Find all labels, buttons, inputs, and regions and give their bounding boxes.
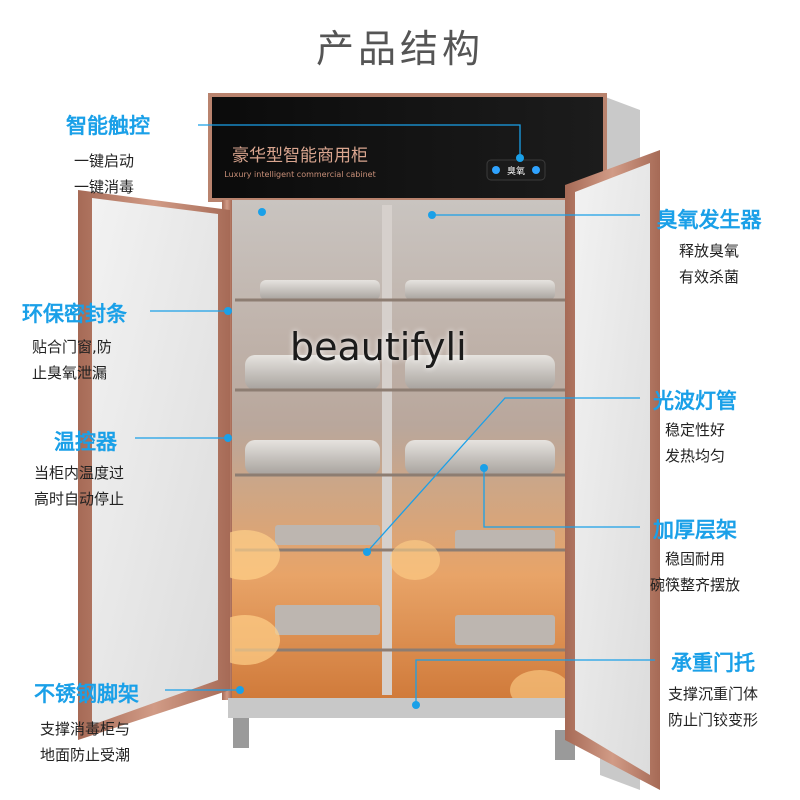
callout-title: 臭氧发生器 <box>656 208 762 232</box>
left-door-glass <box>92 198 218 725</box>
callout-title: 环保密封条 <box>22 302 127 326</box>
callout-line: 防止门铰变形 <box>667 711 758 729</box>
center-divider <box>382 205 392 695</box>
callout-title: 温控器 <box>54 430 117 454</box>
callout-title: 承重门托 <box>671 651 755 675</box>
control-button-panel <box>486 159 546 181</box>
callout-line: 地面防止受潮 <box>40 746 131 764</box>
callout-smart-touch: 智能触控 一键启动 一键消毒 <box>66 110 150 200</box>
page-title: 产品结构 <box>315 27 484 71</box>
right-door-glass <box>575 163 650 775</box>
callout-title: 加厚层架 <box>653 518 737 542</box>
callout-line: 稳固耐用 <box>664 550 725 568</box>
shelf-row-5 <box>235 605 610 652</box>
callout-line: 一键启动 <box>74 152 135 170</box>
callout-lines <box>135 124 655 705</box>
callout-line: 有效杀菌 <box>678 268 739 286</box>
panel-ozone-label: 臭氧 <box>507 165 525 177</box>
callout-line: 稳定性好 <box>664 421 725 439</box>
callout-seal-strip: 环保密封条 贴合门窗,防 止臭氧泄漏 <box>22 298 127 386</box>
callout-line: 碗筷整齐摆放 <box>649 576 740 594</box>
callout-line: 止臭氧泄漏 <box>32 364 108 382</box>
callout-line: 发热均匀 <box>664 447 725 465</box>
callout-title: 光波灯管 <box>653 389 737 413</box>
callout-thick-shelf: 加厚层架 稳固耐用 碗筷整齐摆放 <box>635 514 755 598</box>
callout-dots <box>224 154 524 709</box>
shelf-row-3 <box>235 440 610 477</box>
brand-en-label: Luxury intelligent commercial cabinet <box>224 170 375 179</box>
cabinet-base <box>228 698 620 718</box>
callout-line: 支撑沉重门体 <box>667 685 758 703</box>
shelf-row-1 <box>235 280 610 302</box>
callout-door-support: 承重门托 支撑沉重门体 防止门铰变形 <box>648 647 778 733</box>
callout-line: 释放臭氧 <box>678 242 739 260</box>
power-button-icon <box>492 166 500 174</box>
brand-cn-label: 豪华型智能商用柜 <box>232 145 368 166</box>
shelf-row-2 <box>235 355 610 392</box>
callout-title: 不锈钢脚架 <box>34 682 139 706</box>
callout-line: 支撑消毒柜与 <box>40 720 131 738</box>
callout-line: 贴合门窗,防 <box>32 338 112 356</box>
top-control-panel <box>208 93 607 202</box>
callout-line: 一键消毒 <box>74 178 135 196</box>
callout-light-tube: 光波灯管 稳定性好 发热均匀 <box>640 385 750 469</box>
callout-stainless-feet: 不锈钢脚架 支撑消毒柜与 地面防止受潮 <box>34 678 139 768</box>
callout-ozone-generator: 臭氧发生器 释放臭氧 有效杀菌 <box>644 204 774 290</box>
callout-thermostat: 温控器 当柜内温度过 高时自动停止 <box>34 426 124 512</box>
watermark-text: beautifyli <box>290 325 467 369</box>
callout-line: 当柜内温度过 <box>34 464 125 482</box>
callout-line: 高时自动停止 <box>34 490 125 508</box>
callout-title: 智能触控 <box>66 114 150 138</box>
ozone-button-icon <box>532 166 540 174</box>
foot-left <box>233 718 249 748</box>
